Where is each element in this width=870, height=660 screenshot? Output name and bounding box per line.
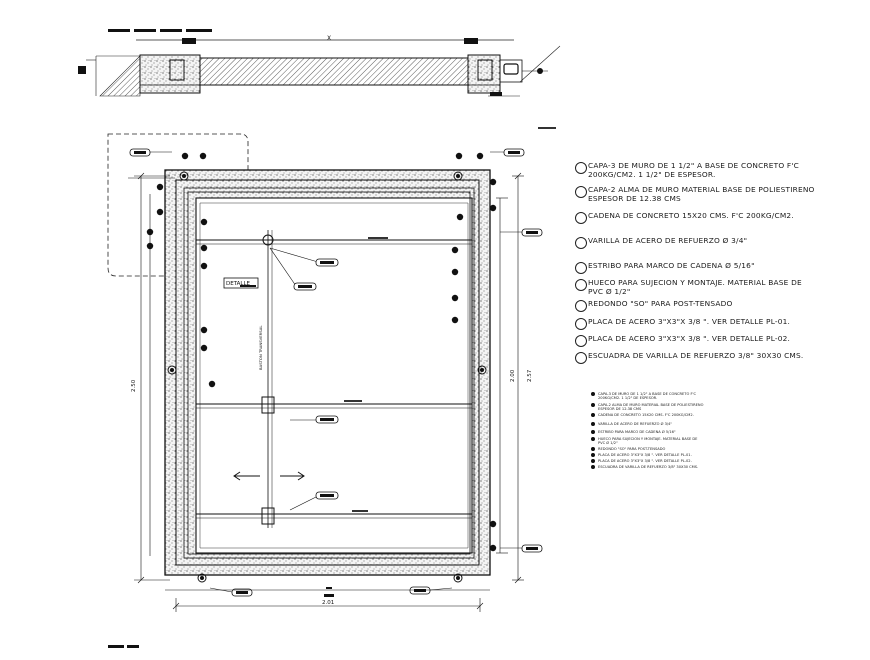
top-dimension-x: X (327, 35, 331, 42)
note-marker-icon (575, 352, 587, 364)
note-item: PLACA DE ACERO 3"X3"X 3/8 ". VER DETALLE… (575, 334, 828, 347)
mini-note: CADENA DE CONCRETO 15X20 CMS. F'C 200KG/… (591, 413, 713, 418)
note-marker-icon (575, 212, 587, 224)
mini-note: VARILLA DE ACERO DE REFUERZO Ø 3/4" (591, 422, 713, 427)
note-item: VARILLA DE ACERO DE REFUERZO Ø 3/4" (575, 236, 828, 249)
mini-note: CAPA-3 DE MURO DE 1 1/2" A BASE DE CONCR… (591, 392, 713, 400)
callout-dots (146, 152, 497, 552)
tag-bars (129, 148, 543, 597)
mini-note: PLACA DE ACERO 3"X3"X 3/8 ". VER DETALLE… (591, 459, 713, 464)
mini-note: REDONDO "SO" PARA POST-TENSADO (591, 447, 713, 452)
leader-tags (128, 151, 524, 593)
note-marker-icon (575, 318, 587, 330)
plan-view (164, 169, 491, 576)
note-item: HUECO PARA SUJECION Y MONTAJE. MATERIAL … (575, 278, 828, 296)
vertical-axis-text: BASTON TRANSVERSAL (258, 325, 263, 370)
note-marker-icon (575, 162, 587, 174)
section-view: X (78, 35, 561, 97)
dimension-lines (134, 172, 524, 612)
height-right-inner-dimension: 2.00 (510, 369, 516, 382)
mini-note: CAPA-2 ALMA DE MURO MATERIAL BASE DE POL… (591, 403, 713, 411)
note-item: CADENA DE CONCRETO 15X20 CMS. F'C 200KG/… (575, 211, 828, 224)
mini-note: HUECO PARA SUJECION Y MONTAJE. MATERIAL … (591, 437, 713, 445)
note-marker-icon (575, 237, 587, 249)
note-item: ESTRIBO PARA MARCO DE CADENA Ø 5/16" (575, 261, 828, 274)
mini-note: PLACA DE ACERO 3"X3"X 3/8 ". VER DETALLE… (591, 453, 713, 458)
note-item: PLACA DE ACERO 3"X3"X 3/8 ". VER DETALLE… (575, 317, 828, 330)
height-left-dimension: 2.50 (131, 379, 137, 392)
note-marker-icon (575, 186, 587, 198)
height-right-outer-dimension: 2.57 (527, 369, 533, 382)
note-marker-icon (575, 279, 587, 291)
mini-note: ESCUADRA DE VARILLA DE REFUERZO 3/8" 30X… (591, 465, 713, 470)
note-item: ESCUADRA DE VARILLA DE REFUERZO 3/8" 30X… (575, 351, 828, 364)
bottom-title-bar (108, 645, 124, 648)
mini-note: ESTRIBO PARA MARCO DE CADENA Ø 5/16" (591, 430, 713, 435)
note-item: REDONDO "SO" PARA POST-TENSADO (575, 299, 828, 312)
note-marker-icon (575, 300, 587, 312)
note-item: CAPA-3 DE MURO DE 1 1/2" A BASE DE CONCR… (575, 161, 828, 179)
note-marker-icon (575, 335, 587, 347)
note-marker-icon (575, 262, 587, 274)
direction-arrows (233, 471, 305, 481)
corner-anchors (167, 171, 487, 583)
top-title-bar (108, 29, 212, 32)
detail-label: DETALLE (226, 281, 251, 287)
note-item: CAPA-2 ALMA DE MURO MATERIAL BASE DE POL… (575, 185, 828, 203)
width-bottom-dimension: 2.01 (322, 600, 334, 606)
